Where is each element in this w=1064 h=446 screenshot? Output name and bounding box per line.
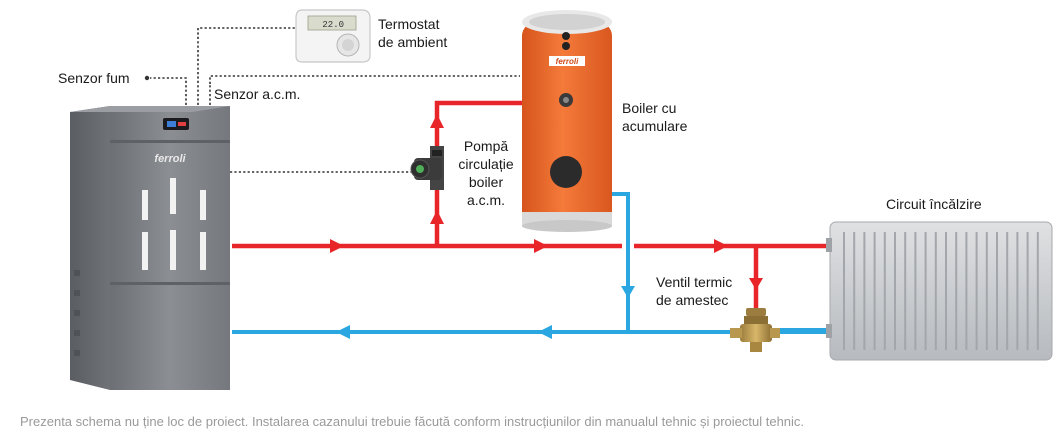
mixing-valve-icon bbox=[730, 308, 780, 352]
dhw-sensor-label: Senzor a.c.m. bbox=[214, 86, 301, 102]
return-arrows bbox=[336, 286, 635, 339]
tank-label-line2: acumulare bbox=[622, 118, 688, 134]
pump-label-line2: circulație bbox=[458, 156, 514, 172]
valve-label-line1: Ventil termic bbox=[656, 274, 733, 290]
tank-label-line1: Boiler cu bbox=[622, 100, 677, 116]
thermostat-display: 22.0 bbox=[322, 20, 344, 30]
thermostat-icon bbox=[295, 9, 371, 63]
boiler-brand: ferroli bbox=[154, 153, 186, 165]
pump-label-line4: a.c.m. bbox=[466, 192, 506, 208]
footer-note: Prezenta schema nu ține loc de proiect. … bbox=[20, 414, 805, 429]
control-wires bbox=[150, 27, 520, 173]
circulation-pump-icon bbox=[410, 146, 444, 190]
storage-tank-icon bbox=[522, 10, 612, 232]
pump-label-line1: Pompă bbox=[463, 138, 509, 154]
smoke-sensor-label: Senzor fum bbox=[58, 70, 130, 86]
thermostat-label-line1: Termostat bbox=[378, 16, 440, 32]
radiator-label: Circuit încălzire bbox=[886, 196, 982, 212]
thermostat-label-line2: de ambient bbox=[378, 34, 448, 50]
flow-arrows bbox=[330, 114, 763, 290]
pump-label-line3: boiler bbox=[468, 174, 504, 190]
boiler-icon bbox=[70, 106, 230, 390]
tank-brand: ferroli bbox=[556, 57, 579, 66]
radiator-icon bbox=[826, 221, 1053, 361]
smoke-sensor-dot bbox=[144, 75, 150, 81]
valve-label-line2: de amestec bbox=[656, 292, 729, 308]
